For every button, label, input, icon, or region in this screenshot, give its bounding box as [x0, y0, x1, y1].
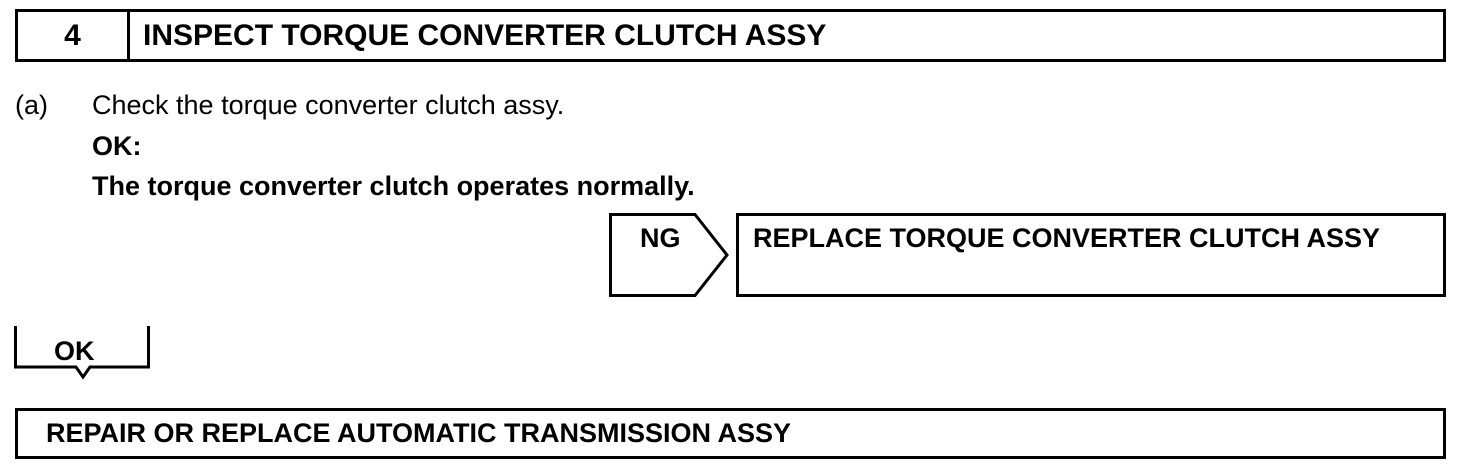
ng-arrow-shape [609, 213, 729, 297]
ok-criteria-label: OK: [92, 131, 142, 161]
step-number: 4 [18, 12, 130, 59]
ok-criteria-text: The torque converter clutch operates nor… [92, 171, 695, 201]
ng-label: NG [640, 223, 681, 253]
step-title: INSPECT TORQUE CONVERTER CLUTCH ASSY [143, 18, 827, 52]
final-result-box: REPAIR OR REPLACE AUTOMATIC TRANSMISSION… [15, 408, 1446, 459]
ng-result-text: REPLACE TORQUE CONVERTER CLUTCH ASSY [753, 223, 1381, 253]
ok-arrow-shape [14, 326, 150, 380]
step-header: 4 INSPECT TORQUE CONVERTER CLUTCH ASSY [15, 9, 1446, 62]
ok-arrow-label: OK [54, 336, 95, 366]
substep-text: Check the torque converter clutch assy. [92, 90, 565, 120]
final-result-text: REPAIR OR REPLACE AUTOMATIC TRANSMISSION… [46, 418, 792, 448]
ng-result-box: REPLACE TORQUE CONVERTER CLUTCH ASSY [736, 213, 1446, 297]
substep-label: (a) [15, 90, 48, 120]
